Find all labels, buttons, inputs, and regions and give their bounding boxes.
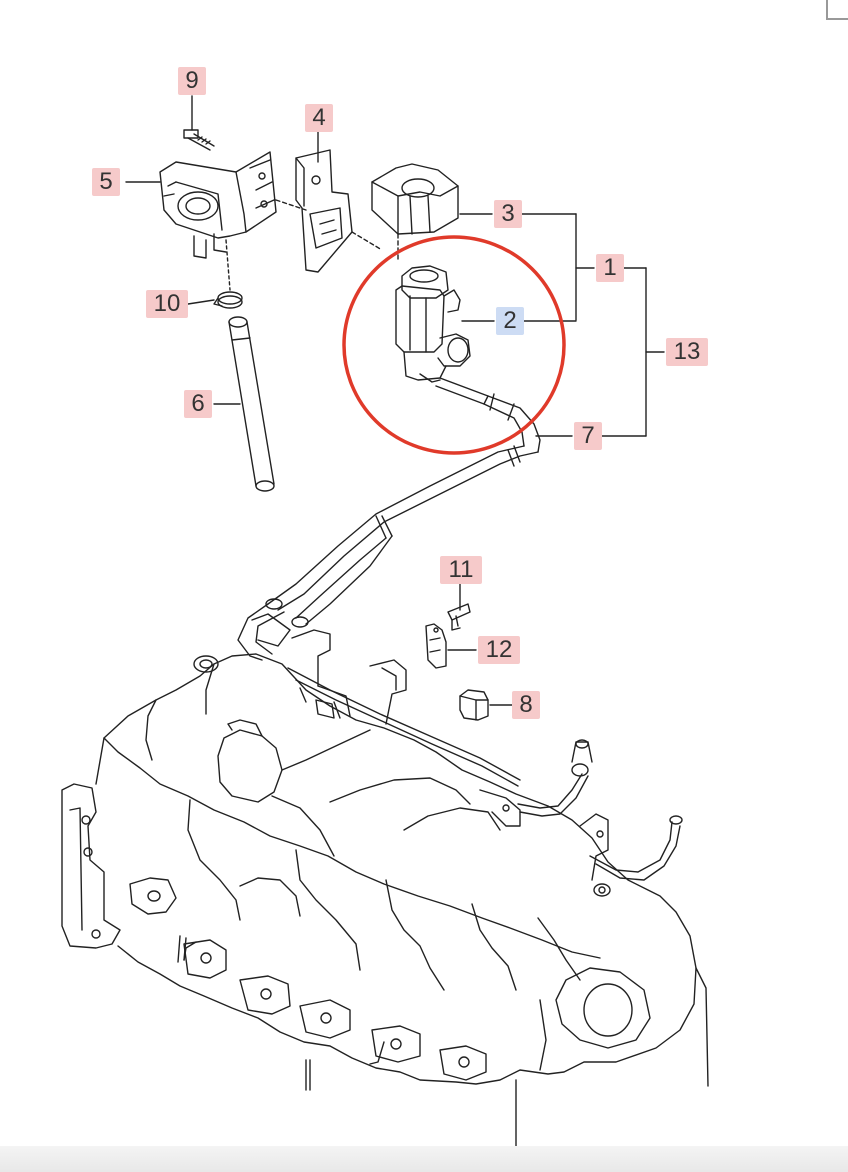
part-12-sensor — [425, 623, 447, 669]
part-9-bolt — [183, 129, 215, 151]
part-11-bolt — [447, 603, 471, 631]
leader-lines — [125, 95, 665, 706]
callout-3: 3 — [494, 200, 522, 228]
highlight-circle — [342, 235, 566, 455]
callout-10: 10 — [146, 290, 188, 318]
part-3-clip — [371, 163, 459, 263]
callout-1: 1 — [596, 254, 624, 282]
callout-7: 7 — [574, 422, 602, 450]
bottom-bar — [0, 1146, 848, 1172]
part-10-clamp — [213, 291, 243, 309]
callout-9: 9 — [178, 67, 206, 95]
callout-13: 13 — [666, 338, 708, 366]
corner-bracket — [826, 0, 848, 20]
engine-brackets — [183, 629, 683, 961]
callout-8: 8 — [512, 691, 540, 719]
engine-manifold — [61, 653, 709, 1147]
callout-2: 2 — [496, 307, 524, 335]
callout-5: 5 — [92, 168, 120, 196]
part-8-relay — [459, 689, 489, 721]
callout-12: 12 — [478, 636, 520, 664]
part-5-actuator — [159, 151, 307, 291]
part-6-hose — [228, 316, 275, 492]
callout-11: 11 — [440, 556, 482, 584]
part-4-bracket — [295, 149, 383, 273]
part-2-solenoid — [395, 265, 471, 383]
part-7-hose — [237, 377, 541, 661]
callout-4: 4 — [305, 104, 333, 132]
callout-6: 6 — [184, 390, 212, 418]
